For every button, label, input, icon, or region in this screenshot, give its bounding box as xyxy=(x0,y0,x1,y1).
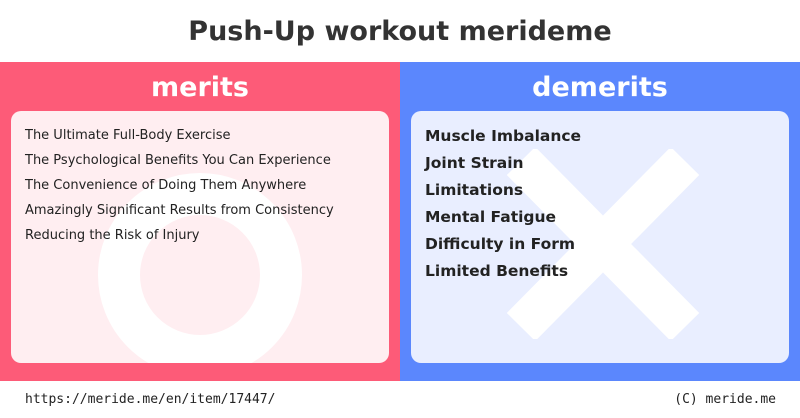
demerit-item: Muscle Imbalance xyxy=(425,127,582,145)
cross-icon xyxy=(506,149,700,339)
copyright-text: (C) meride.me xyxy=(674,392,776,407)
merit-item: The Ultimate Full-Body Exercise xyxy=(25,128,231,143)
merits-panel: merits The Ultimate Full-Body Exercise T… xyxy=(0,62,400,381)
demerit-item: Limited Benefits xyxy=(425,262,569,280)
merits-heading: merits xyxy=(151,71,249,103)
demerit-item: Difficulty in Form xyxy=(425,235,576,253)
demerits-heading: demerits xyxy=(532,71,668,103)
source-url-link[interactable]: https://meride.me/en/item/17447/ xyxy=(25,392,276,407)
merit-item: Reducing the Risk of Injury xyxy=(25,228,200,243)
merit-item: The Convenience of Doing Them Anywhere xyxy=(25,178,307,193)
demerits-panel: demerits Muscle Imbalance Joint Strain L… xyxy=(400,62,800,381)
demerit-item: Limitations xyxy=(425,181,524,199)
demerit-item: Joint Strain xyxy=(425,154,524,172)
page-title: Push-Up workout merideme xyxy=(188,15,612,47)
merit-item: The Psychological Benefits You Can Exper… xyxy=(25,153,331,168)
merit-item: Amazingly Significant Results from Consi… xyxy=(25,203,334,218)
demerits-list: Muscle Imbalance Joint Strain Limitation… xyxy=(425,123,581,285)
merits-card: The Ultimate Full-Body Exercise The Psyc… xyxy=(11,111,389,363)
demerit-item: Mental Fatigue xyxy=(425,208,557,226)
merits-list: The Ultimate Full-Body Exercise The Psyc… xyxy=(25,123,334,248)
demerits-card: Muscle Imbalance Joint Strain Limitation… xyxy=(411,111,789,363)
footer: https://meride.me/en/item/17447/ (C) mer… xyxy=(0,381,800,418)
